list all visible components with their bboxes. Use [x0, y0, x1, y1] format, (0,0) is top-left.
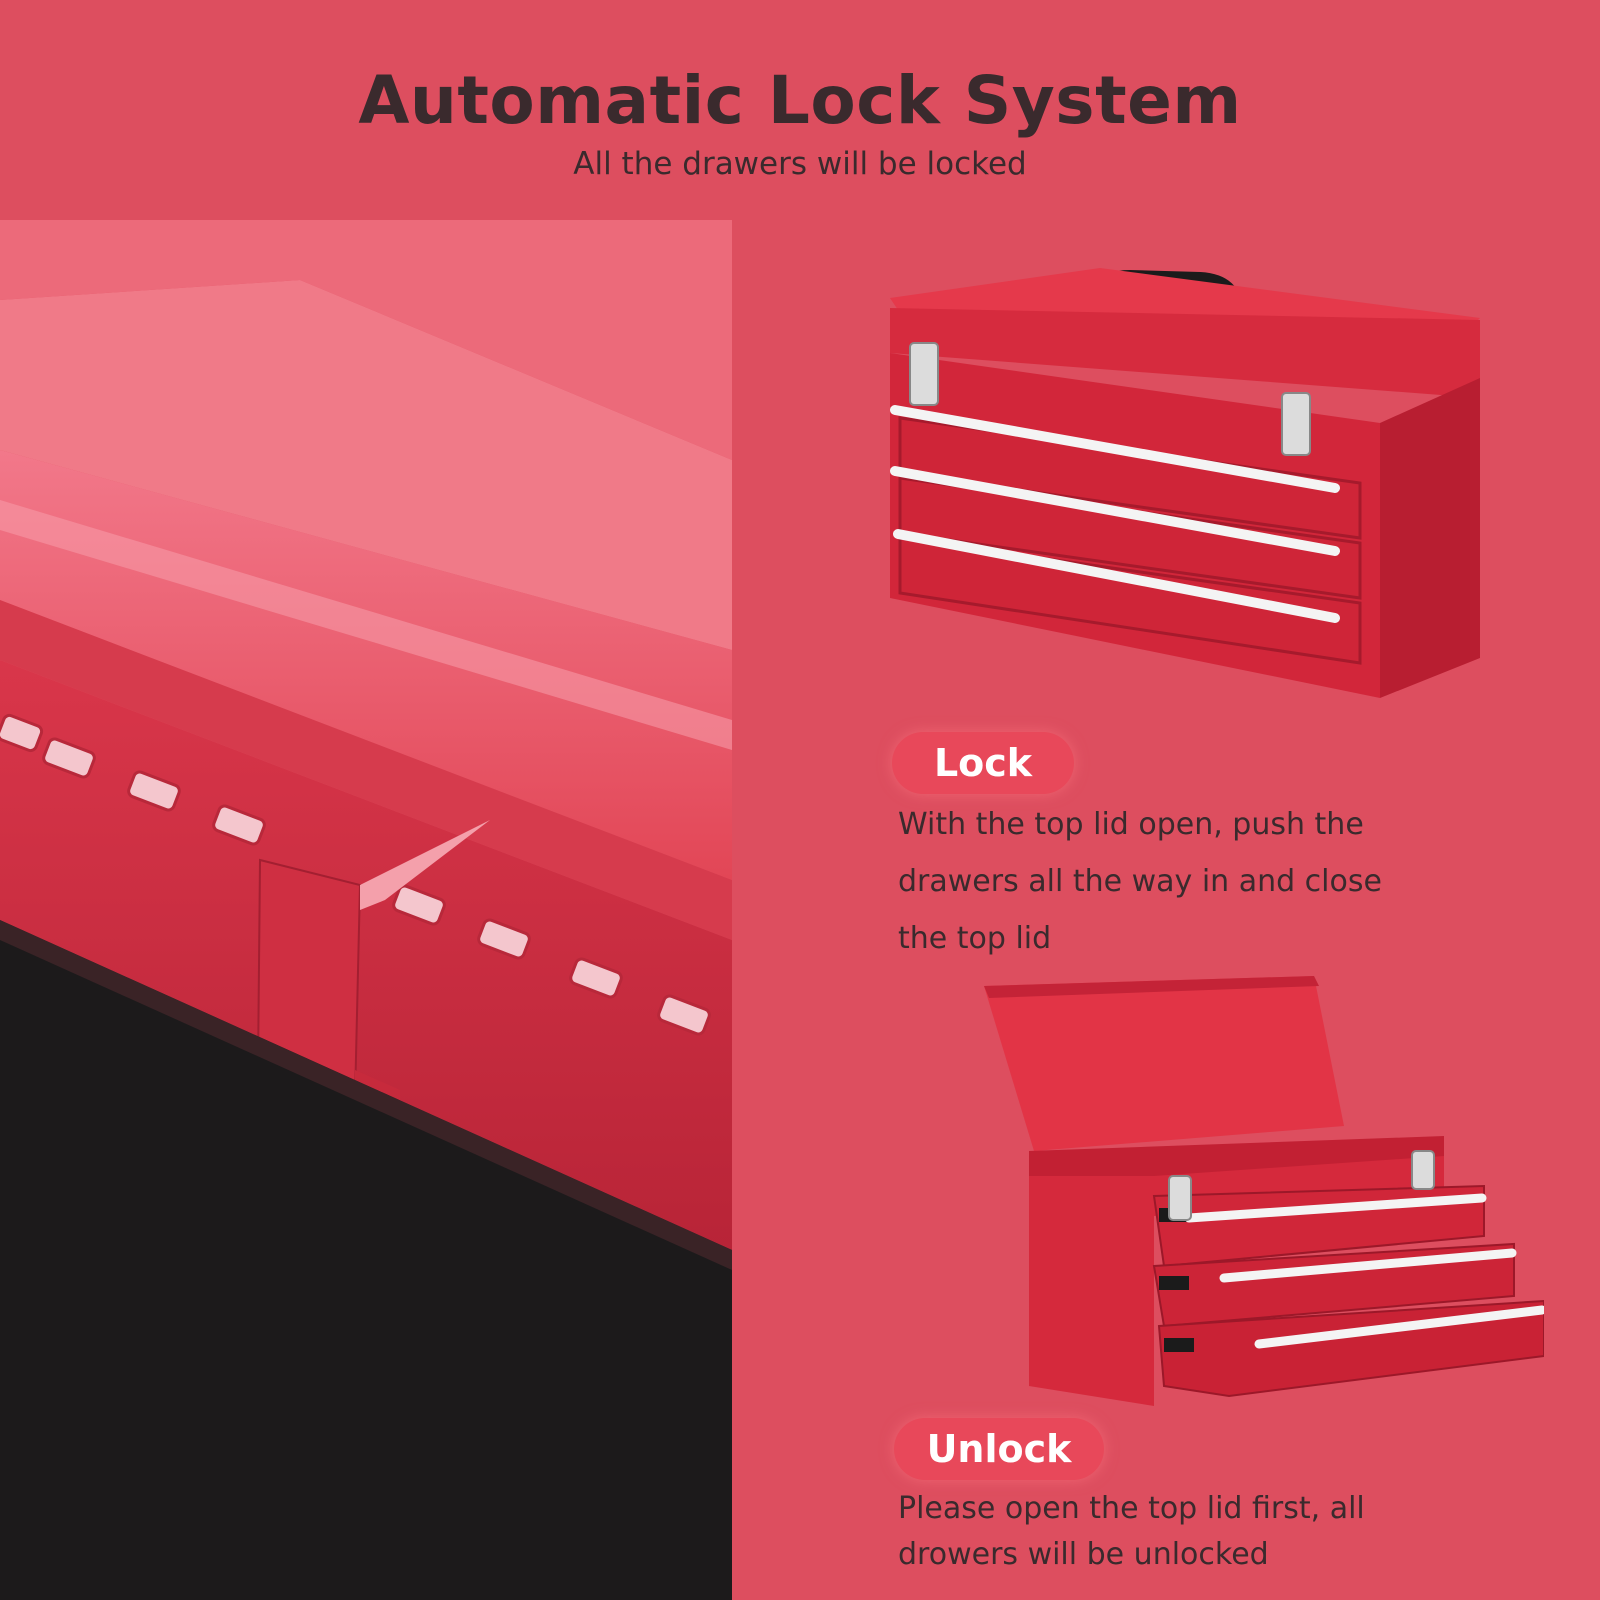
- lock-description: With the top lid open, push the drawers …: [898, 796, 1382, 967]
- lid-top-surface: [0, 280, 732, 650]
- lock-description-line: drawers all the way in and close: [898, 864, 1382, 899]
- page-subtitle: All the drawers will be locked: [573, 146, 1027, 182]
- open-toolbox-image: [984, 976, 1544, 1426]
- page-title: Automatic Lock System: [358, 62, 1242, 139]
- hinge-knuckles: [0, 713, 711, 1036]
- lock-mechanism-closeup-photo: [0, 220, 732, 1600]
- drawer-handles: [1184, 1193, 1544, 1349]
- header: Automatic Lock System All the drawers wi…: [0, 0, 1600, 220]
- toolbox-interior: [0, 920, 732, 1600]
- drawers: [898, 416, 1362, 665]
- open-lid: [984, 976, 1344, 1151]
- unlock-description-line: Please open the top lid first, all: [898, 1491, 1365, 1526]
- toolbox-side: [1029, 1176, 1154, 1406]
- lid-latches: [909, 342, 1311, 456]
- closed-toolbox-image: [880, 268, 1490, 718]
- unlock-description-line: drowers will be unlocked: [898, 1537, 1269, 1572]
- toolbox-body-front: [0, 660, 732, 1250]
- latch-hook: [360, 820, 490, 910]
- lock-label: Lock: [892, 732, 1074, 794]
- drawer-handles: [890, 405, 1340, 623]
- lid-latches: [1168, 1150, 1435, 1221]
- unlock-description: Please open the top lid first, all drowe…: [898, 1486, 1365, 1578]
- lock-description-line: the top lid: [898, 921, 1052, 956]
- lock-description-line: With the top lid open, push the: [898, 807, 1364, 842]
- closeup-illustration: [0, 220, 732, 1600]
- unlock-label: Unlock: [894, 1418, 1104, 1480]
- open-toolbox-illustration: [984, 976, 1544, 1406]
- closed-toolbox-illustration: [890, 268, 1480, 698]
